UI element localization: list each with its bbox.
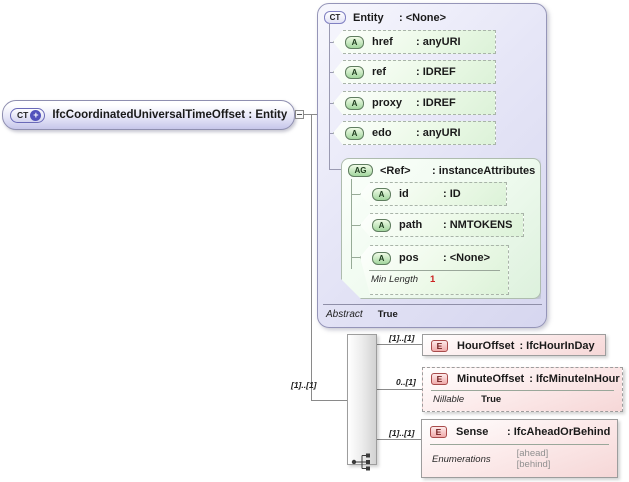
facet-value: True [481,394,502,405]
attribute-proxy[interactable]: A proxy : IDREF [333,91,496,115]
entity-header: CT Entity : <None> [324,10,446,25]
attribute-badge: A [372,219,391,232]
complextype-badge: CT [324,11,346,24]
attribute-badge: A [345,35,364,49]
cardinality-sequence: [1]..[1] [291,380,317,390]
entity-type: : <None> [399,11,447,24]
element-houroffset[interactable]: E HourOffset : IfcHourInDay [422,334,606,356]
group-tick [351,194,360,195]
attr-tick [329,103,334,104]
abstract-label: Abstract [326,309,363,320]
connector-line-sense [377,439,421,440]
cardinality-minuteoffset: 0..[1] [396,377,416,387]
group-tick [351,257,360,258]
attribute-group-badge: AG [348,164,373,177]
sequence-icon [351,453,370,470]
element-name: Sense [456,426,489,438]
cardinality-houroffset: [1]..[1] [389,333,415,343]
collapse-handle-icon[interactable] [295,110,304,119]
element-name: MinuteOffset [457,373,525,385]
attribute-name: path [399,219,423,231]
element-type: : IfcHourInDay [519,340,595,352]
facet-separator [369,270,500,271]
element-sense[interactable]: E Sense : IfcAheadOrBehind Enumerations … [421,419,618,478]
attribute-pos[interactable]: A pos : <None> Min Length 1 [360,245,509,295]
attribute-badge: A [372,252,391,265]
attribute-badge: A [345,126,364,140]
element-name: HourOffset [457,340,515,352]
attribute-group-header: AG <Ref> : instanceAttributes [348,164,535,177]
attribute-group-ref[interactable]: AG <Ref> : instanceAttributes A id : ID … [341,158,541,299]
enumeration-value: [behind] [516,459,551,470]
element-minuteoffset[interactable]: E MinuteOffset : IfcMinuteInHour Nillabl… [422,367,623,412]
attribute-name: proxy [372,97,402,109]
attribute-type: : NMTOKENS [443,219,513,231]
attribute-id[interactable]: A id : ID [360,182,507,206]
element-type: : IfcAheadOrBehind [507,426,611,438]
enumerations-facet: Enumerations [ahead] [behind] [422,445,617,470]
entity-base-type-node[interactable]: CT Entity : <None> A href : anyURI A ref… [317,3,547,328]
group-tick [351,225,360,226]
facet-separator [431,390,614,391]
element-badge: E [430,426,447,438]
attr-tick [329,72,334,73]
attribute-type: : ID [443,188,461,200]
abstract-value: True [377,309,398,320]
cardinality-sense: [1]..[1] [389,428,415,438]
attribute-pos-title: A pos : <None> [361,246,508,270]
facet-label: Nillable [433,394,465,405]
attribute-badge: A [372,188,391,201]
attribute-group-name: <Ref> [380,164,411,177]
attribute-badge: A [345,65,364,79]
attribute-group-type: : instanceAttributes [432,164,536,177]
connector-line-houroffset [377,344,422,345]
attribute-name: href [372,36,393,48]
enumeration-value: [ahead] [516,448,549,459]
group-tree-line [351,179,352,269]
min-length-facet: Min Length 1 [361,271,508,285]
attribute-type: : anyURI [416,127,461,139]
nillable-facet: Nillable True [423,391,622,405]
connector-line-to-sequence [311,400,347,401]
element-title: E MinuteOffset : IfcMinuteInHour [423,368,622,390]
attribute-badge: A [345,96,364,110]
attribute-name: ref [372,66,387,78]
root-node-ifccoordinateduniversaltimeoffset[interactable]: CT + IfcCoordinatedUniversalTimeOffset :… [2,100,295,130]
connector-line-minuteoffset [377,389,422,390]
facet-separator [430,444,609,445]
attr-tree-line [329,23,330,170]
enumeration-values: [ahead] [behind] [517,448,551,470]
facet-label: Min Length [371,274,419,285]
attribute-type: : <None> [443,252,491,264]
attribute-type: : anyURI [416,36,461,48]
attribute-edo[interactable]: A edo : anyURI [333,121,496,145]
footer-separator [323,304,542,305]
connector-line-vertical [311,114,312,401]
element-title: E HourOffset : IfcHourInDay [423,335,605,357]
element-badge: E [431,373,448,385]
attribute-name: edo [372,127,392,139]
complextype-badge-label: CT [17,110,29,120]
attribute-href[interactable]: A href : anyURI [333,30,496,54]
attr-tick [329,133,334,134]
facet-label: Enumerations [432,453,491,465]
element-title: E Sense : IfcAheadOrBehind [422,420,617,444]
element-type: : IfcMinuteInHour [529,373,620,385]
plus-icon: + [30,109,42,121]
facet-value: 1 [430,274,436,285]
attribute-type: : IDREF [416,66,456,78]
attr-tick [329,169,341,170]
abstract-facet: Abstract True [326,309,398,320]
attr-tick [329,42,334,43]
attribute-type: : IDREF [416,97,456,109]
root-node-label: IfcCoordinatedUniversalTimeOffset : Enti… [52,109,288,121]
entity-name: Entity [353,11,384,24]
attribute-name: pos [399,252,419,264]
sequence-compositor[interactable] [347,334,377,470]
attribute-path[interactable]: A path : NMTOKENS [360,213,524,237]
attribute-name: id [399,188,409,200]
attribute-ref[interactable]: A ref : IDREF [333,60,496,84]
complextype-badge: CT + [10,107,46,123]
element-badge: E [431,340,448,352]
